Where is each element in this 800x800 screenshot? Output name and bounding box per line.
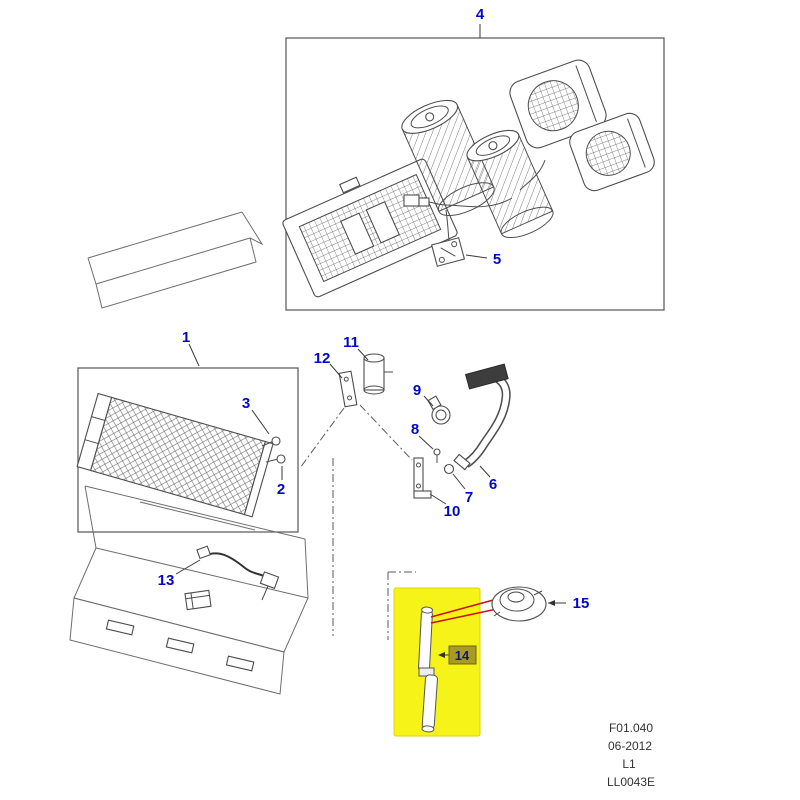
tray-slot	[165, 637, 195, 654]
part-label-6[interactable]: 6	[489, 476, 497, 493]
fitting-oring-upper	[271, 436, 281, 446]
part-14-badge[interactable]	[448, 645, 477, 665]
hose-bracket	[413, 457, 432, 499]
blower-wiring	[403, 194, 513, 241]
leader-line	[423, 395, 434, 407]
arrowhead	[548, 600, 555, 606]
construction-line	[359, 404, 413, 461]
vacuum-solenoid	[363, 353, 393, 395]
motor-housing-left	[509, 59, 607, 149]
footer-figure-code: F01.040	[609, 721, 653, 735]
part-label-5[interactable]: 5	[493, 251, 501, 268]
part-label-11[interactable]: 11	[343, 334, 359, 351]
footer-date: 06-2012	[608, 739, 652, 753]
leader-line	[188, 343, 200, 367]
blower-assembly-box	[282, 24, 665, 311]
relay-box	[184, 589, 212, 611]
dash-shelf-panel	[87, 211, 264, 309]
footer-codes: F01.040 06-2012 L1 LL0043E	[607, 721, 655, 789]
fitting-oring-lower	[276, 454, 286, 464]
heater-hose	[453, 363, 511, 471]
washer	[443, 463, 455, 475]
part-label-1[interactable]: 1	[182, 329, 190, 346]
valve-bracket	[338, 370, 358, 408]
leader-line	[465, 254, 488, 259]
leader-line	[418, 435, 434, 450]
part-label-3[interactable]: 3	[242, 395, 250, 412]
part-label-10[interactable]: 10	[444, 503, 461, 520]
leader-line	[452, 473, 466, 490]
wiring-harness	[184, 545, 280, 611]
leader-line	[251, 409, 270, 435]
harness-connector	[196, 545, 212, 560]
leader-line	[479, 465, 491, 478]
evaporator-core	[76, 392, 274, 518]
part-label-14[interactable]: 14	[455, 648, 470, 663]
footer-sheet: L1	[622, 757, 636, 771]
footer-drawing-number: LL0043E	[607, 775, 655, 789]
blower-resistor	[430, 237, 466, 267]
part-label-9[interactable]: 9	[413, 382, 421, 399]
tray-slot	[225, 655, 255, 672]
tray-slot	[105, 619, 135, 636]
harness-connector	[259, 571, 280, 590]
part-label-7[interactable]: 7	[465, 489, 473, 506]
part-label-8[interactable]: 8	[411, 421, 419, 438]
heater-valve-cluster	[299, 353, 511, 499]
pipe-stub-lower	[265, 458, 279, 463]
leader-line	[429, 493, 447, 505]
leader-line	[357, 348, 369, 361]
drain-tube	[418, 606, 438, 733]
motor-housing-right	[569, 112, 655, 192]
motor-strap	[519, 159, 546, 191]
highlight-region	[393, 587, 481, 737]
part-label-13[interactable]: 13	[158, 572, 175, 589]
construction-line	[299, 407, 345, 469]
leader-line	[329, 363, 343, 379]
blower-wheel-left	[401, 99, 495, 217]
part-label-12[interactable]: 12	[314, 350, 331, 367]
arrowhead	[438, 652, 445, 658]
hose-end-fitting	[453, 453, 471, 471]
leader-line	[175, 559, 201, 575]
red-leader-line	[430, 598, 498, 618]
temperature-sensor	[427, 395, 451, 425]
part-label-2[interactable]: 2	[277, 481, 285, 498]
lower-dash-tray	[69, 485, 309, 695]
part-label-4[interactable]: 4	[476, 6, 485, 23]
drain-grommet	[491, 586, 547, 622]
evaporator-box	[76, 367, 299, 533]
blower-wheel-right	[466, 129, 554, 239]
hose-elbow-fitting	[464, 363, 509, 390]
part-label-15[interactable]: 15	[573, 595, 590, 612]
bolt	[433, 448, 441, 463]
red-leader-line	[430, 608, 498, 624]
